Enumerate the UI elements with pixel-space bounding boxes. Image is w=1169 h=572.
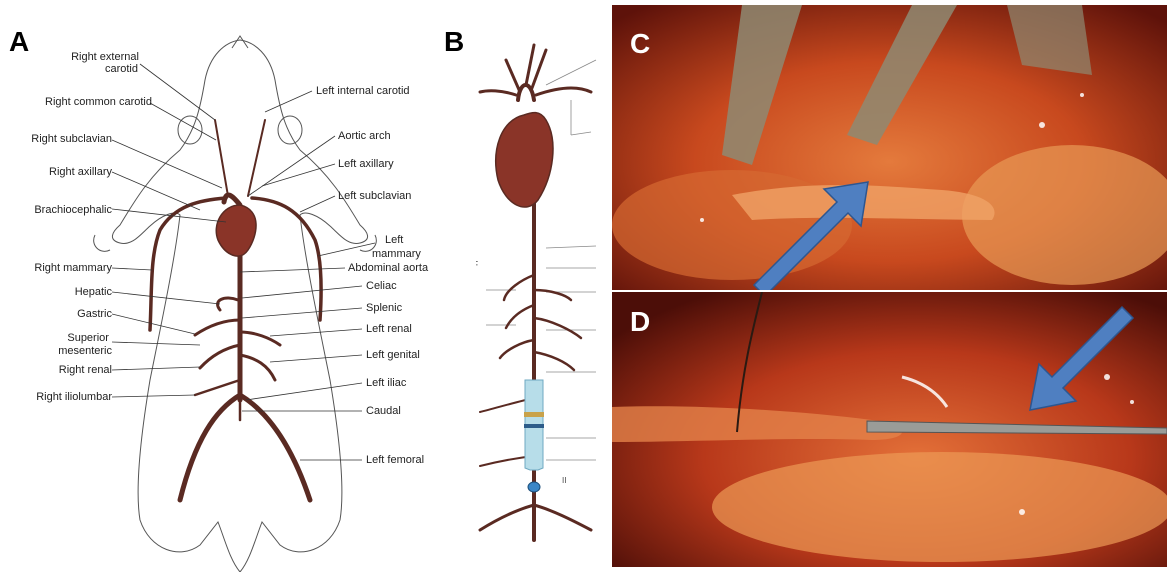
surgical-photo-c — [612, 5, 1167, 290]
label-left-femoral: Left femoral — [366, 454, 424, 466]
artery-tree — [150, 120, 321, 500]
label-abdominal-aorta: Abdominal aorta — [348, 262, 429, 274]
label-left-subclavian: Left subclavian — [338, 190, 411, 202]
label-left-genital: Left genital — [366, 349, 420, 361]
label-right-iliolumbar: Right iliolumbar — [36, 391, 112, 403]
label-right-renal: Right renal — [59, 364, 112, 376]
panel-c-letter: C — [630, 28, 650, 60]
label-caudal: Caudal — [366, 405, 401, 417]
schematic-heart — [496, 113, 553, 207]
label-gastric: Gastric — [77, 308, 112, 320]
label-right-axillary: Right axillary — [49, 166, 112, 178]
label-aortic-arch: Aortic arch — [338, 130, 391, 142]
label-right-common-carotid: Right common carotid — [45, 96, 152, 108]
label-superior-mesenteric: Superior mesenteric — [58, 332, 112, 357]
rat-body-outline — [94, 36, 377, 572]
panel-d-letter: D — [630, 306, 650, 338]
label-left-mammary: Left mammary — [372, 234, 421, 260]
label-splenic: Splenic — [366, 302, 403, 314]
aorta-schematic: F II — [476, 0, 602, 572]
label-left-axillary: Left axillary — [338, 158, 394, 170]
heart — [216, 205, 256, 256]
rat-artery-diagram: Right external carotid Right common caro… — [0, 0, 470, 572]
label-left-renal: Left renal — [366, 323, 412, 335]
label-brachiocephalic: Brachiocephalic — [34, 204, 112, 216]
schematic-side-mark: F — [476, 260, 478, 271]
surgical-photo-d — [612, 292, 1167, 567]
label-left-internal-carotid: Left internal carotid — [316, 85, 410, 97]
label-right-external-carotid: Right external carotid — [71, 51, 142, 75]
label-right-mammary: Right mammary — [34, 262, 112, 274]
label-right-subclavian: Right subclavian — [31, 133, 112, 145]
schematic-small-mark: II — [562, 476, 566, 485]
label-left-iliac: Left iliac — [366, 377, 407, 389]
fat-tissue — [712, 452, 1167, 562]
label-hepatic: Hepatic — [75, 286, 113, 298]
label-celiac: Celiac — [366, 280, 397, 292]
